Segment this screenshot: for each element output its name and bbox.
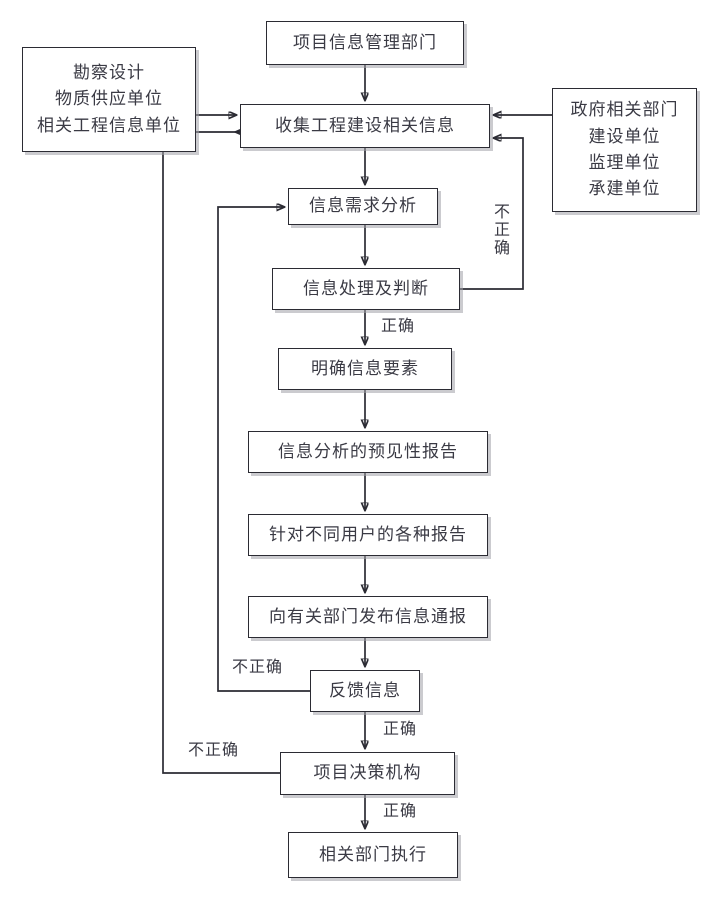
node-line: 信息需求分析 bbox=[309, 196, 417, 216]
node-line: 收集工程建设相关信息 bbox=[275, 115, 455, 135]
node-line: 相关部门执行 bbox=[319, 844, 427, 864]
edge-process-incorrect-to-collect bbox=[460, 138, 524, 290]
node-left-information-sources[interactable]: 勘察设计 物质供应单位 相关工程信息单位 bbox=[22, 47, 196, 152]
edge-label-process-correct: 正确 bbox=[381, 318, 416, 335]
node-line: 信息处理及判断 bbox=[303, 278, 429, 298]
node-publish-information-bulletin[interactable]: 向有关部门发布信息通报 bbox=[248, 596, 488, 638]
node-line: 反馈信息 bbox=[329, 680, 401, 700]
node-user-specific-reports[interactable]: 针对不同用户的各种报告 bbox=[248, 514, 488, 556]
node-line: 针对不同用户的各种报告 bbox=[269, 524, 467, 544]
node-line: 明确信息要素 bbox=[311, 358, 419, 378]
edge-label-decision-correct: 正确 bbox=[383, 803, 418, 820]
node-relevant-departments-execute[interactable]: 相关部门执行 bbox=[288, 832, 458, 878]
node-feedback-information[interactable]: 反馈信息 bbox=[310, 670, 420, 712]
node-line: 建设单位 bbox=[588, 126, 661, 146]
node-line: 监理单位 bbox=[588, 153, 661, 172]
node-line: 向有关部门发布信息通报 bbox=[269, 606, 467, 626]
edge-decision-incorrect-to-collect bbox=[162, 131, 305, 774]
node-project-decision-body[interactable]: 项目决策机构 bbox=[280, 752, 455, 795]
edge-label-feedback-correct: 正确 bbox=[383, 721, 418, 738]
node-line: 项目信息管理部门 bbox=[293, 32, 437, 52]
node-line: 勘察设计 bbox=[73, 62, 145, 82]
node-project-info-department[interactable]: 项目信息管理部门 bbox=[266, 21, 464, 65]
edge-label-feedback-incorrect: 不正确 bbox=[232, 659, 284, 676]
edge-label-decision-incorrect: 不正确 bbox=[188, 742, 240, 759]
node-predictive-analysis-report[interactable]: 信息分析的预见性报告 bbox=[248, 431, 488, 473]
node-define-information-elements[interactable]: 明确信息要素 bbox=[278, 348, 452, 390]
node-line: 承建单位 bbox=[588, 179, 661, 199]
edge-feedback-incorrect-to-demand bbox=[217, 207, 310, 692]
node-line: 相关工程信息单位 bbox=[37, 115, 181, 135]
node-line: 政府相关部门 bbox=[570, 100, 679, 120]
node-line: 信息分析的预见性报告 bbox=[278, 441, 458, 461]
node-information-processing-judgement[interactable]: 信息处理及判断 bbox=[272, 268, 460, 310]
node-line: 项目决策机构 bbox=[313, 763, 422, 783]
node-right-information-sources[interactable]: 政府相关部门 建设单位 监理单位 承建单位 bbox=[552, 88, 697, 212]
node-line: 物质供应单位 bbox=[55, 89, 163, 109]
node-information-demand-analysis[interactable]: 信息需求分析 bbox=[288, 188, 438, 225]
edge-label-process-incorrect: 不正确 bbox=[494, 204, 512, 257]
node-collect-construction-information[interactable]: 收集工程建设相关信息 bbox=[240, 104, 490, 148]
